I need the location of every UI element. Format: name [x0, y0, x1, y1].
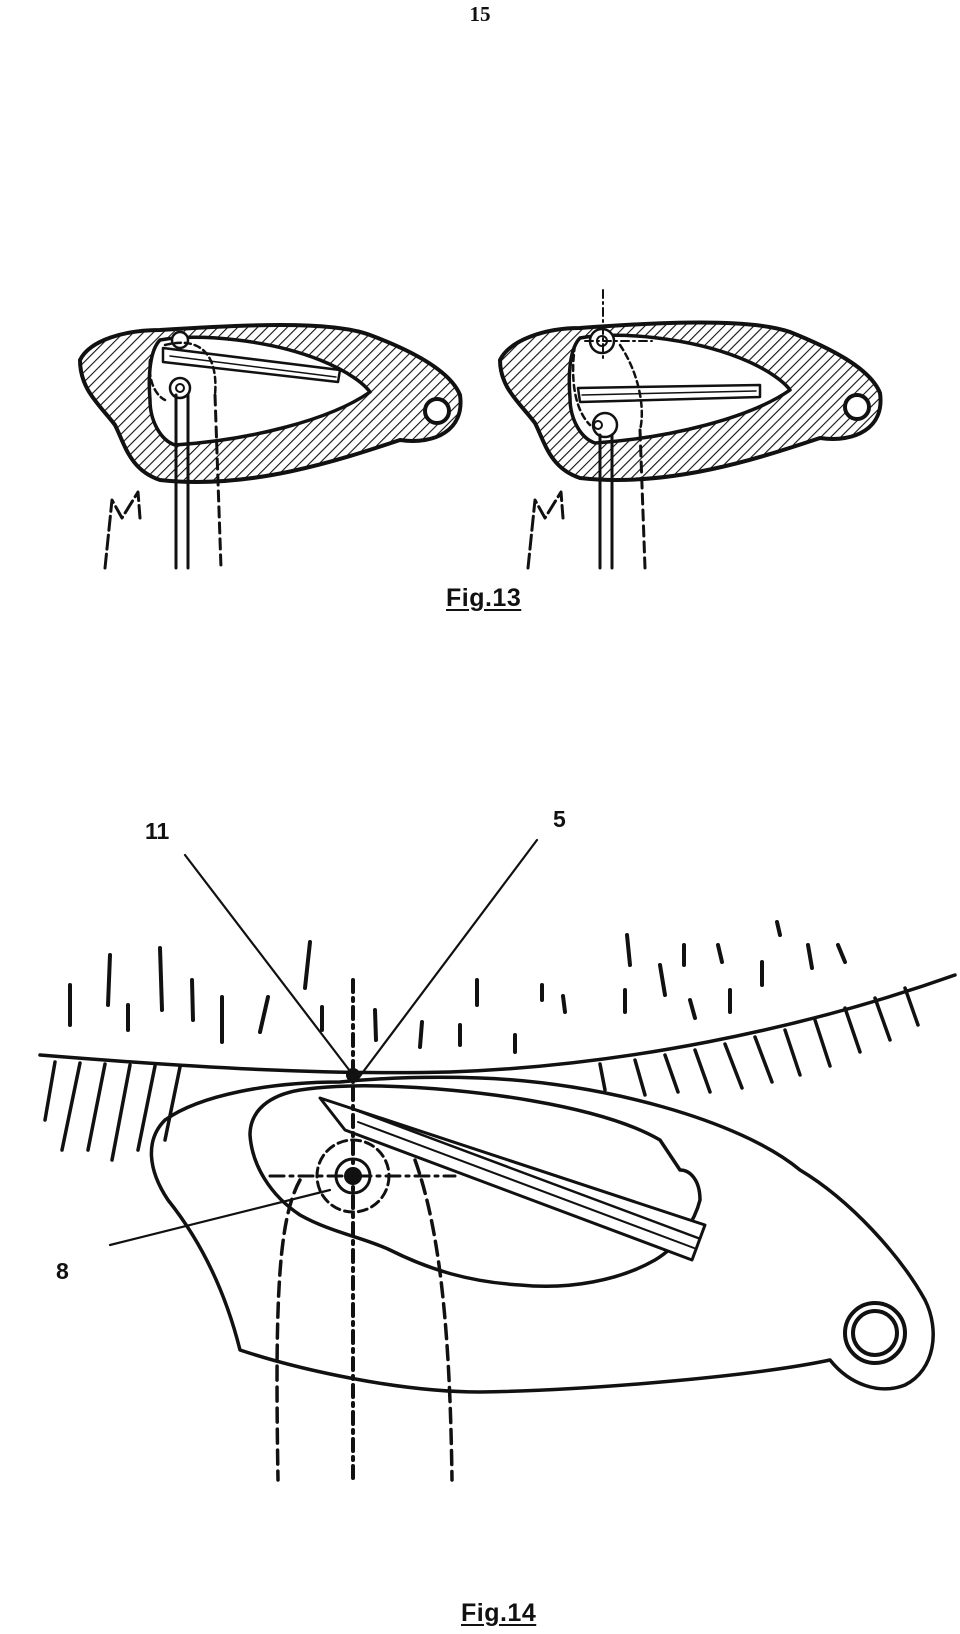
fig14-connector-window [248, 1084, 702, 1289]
fig13-caption: Fig.13 [446, 584, 522, 612]
fig14-connector-outer [149, 1075, 935, 1394]
fig14-eye-hole [843, 1301, 907, 1365]
fig13-right-view [498, 289, 883, 570]
fig14-surface-line [38, 973, 957, 1075]
fig14-ground-marks [68, 920, 847, 1054]
fig13-right-eye-hole [843, 393, 871, 421]
fig13-left-eye-hole [423, 397, 451, 425]
fig14-surface-hatching [43, 986, 920, 1162]
fig14-view [38, 838, 957, 1482]
leader-11 [183, 853, 355, 1077]
fig14-caption: Fig.14 [461, 1599, 537, 1627]
leader-5 [355, 838, 539, 1082]
reference-numeral-8: 8 [56, 1258, 69, 1284]
page-number: 15 [469, 2, 491, 26]
reference-numeral-5: 5 [553, 806, 566, 832]
fig13-left-view [78, 323, 463, 570]
reference-numeral-11: 11 [145, 818, 170, 844]
fig13-left-gate [161, 346, 342, 384]
leader-8 [108, 1188, 332, 1247]
